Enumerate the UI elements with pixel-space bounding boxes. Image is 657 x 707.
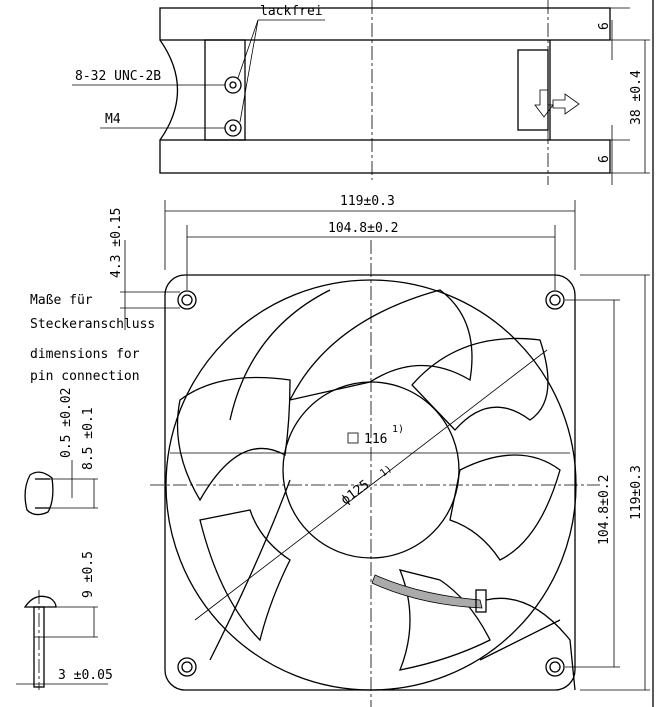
airflow-right-arrow-icon xyxy=(552,93,580,115)
label-m4: M4 xyxy=(105,112,121,127)
dim-square: 116 xyxy=(364,432,387,447)
dim-pin-spacing: 8.5 ±0.1 xyxy=(81,407,96,470)
front-view: 116 1) ϕ125 1) 119±0.3 104.8±0.2 104.8±0… xyxy=(109,194,650,707)
dim-diameter-note: 1) xyxy=(378,463,394,479)
label-masse-1: Maße für xyxy=(30,293,93,308)
side-view: lackfrei 8-32 UNC-2B M4 6 6 38 ±0.4 xyxy=(72,0,650,185)
label-masse-2: Steckeranschluss xyxy=(30,317,155,332)
dim-pin-thickness: 0.5 ±0.02 xyxy=(59,388,74,458)
dim-hole-offset: 4.3 ±0.15 xyxy=(109,208,124,278)
airflow-down-arrow-icon xyxy=(534,89,554,118)
dim-vert-outer: 119±0.3 xyxy=(629,465,644,520)
dim-square-note: 1) xyxy=(392,424,404,435)
label-thread: 8-32 UNC-2B xyxy=(75,69,161,84)
dim-pin-length: 9 ±0.5 xyxy=(81,551,96,598)
fan-blades xyxy=(176,289,561,671)
dim-rail-top: 6 xyxy=(597,22,612,30)
mounting-holes xyxy=(177,290,565,677)
dim-height: 38 ±0.4 xyxy=(629,70,644,125)
label-dims-1: dimensions for xyxy=(30,347,140,362)
dim-hole-spacing: 104.8±0.2 xyxy=(328,221,398,236)
label-dims-2: pin connection xyxy=(30,369,140,384)
pin-connection-detail: Maße für Steckeranschluss dimensions for… xyxy=(16,293,155,690)
dim-diameter: ϕ125 xyxy=(338,477,372,508)
dim-rail-bottom: 6 xyxy=(597,155,612,163)
dim-vert-hole-spacing: 104.8±0.2 xyxy=(597,475,612,545)
cable-bundle xyxy=(371,574,483,609)
dim-pin-width: 3 ±0.05 xyxy=(58,668,113,683)
dim-width-outer: 119±0.3 xyxy=(340,194,395,209)
label-lackfrei: lackfrei xyxy=(260,4,323,19)
